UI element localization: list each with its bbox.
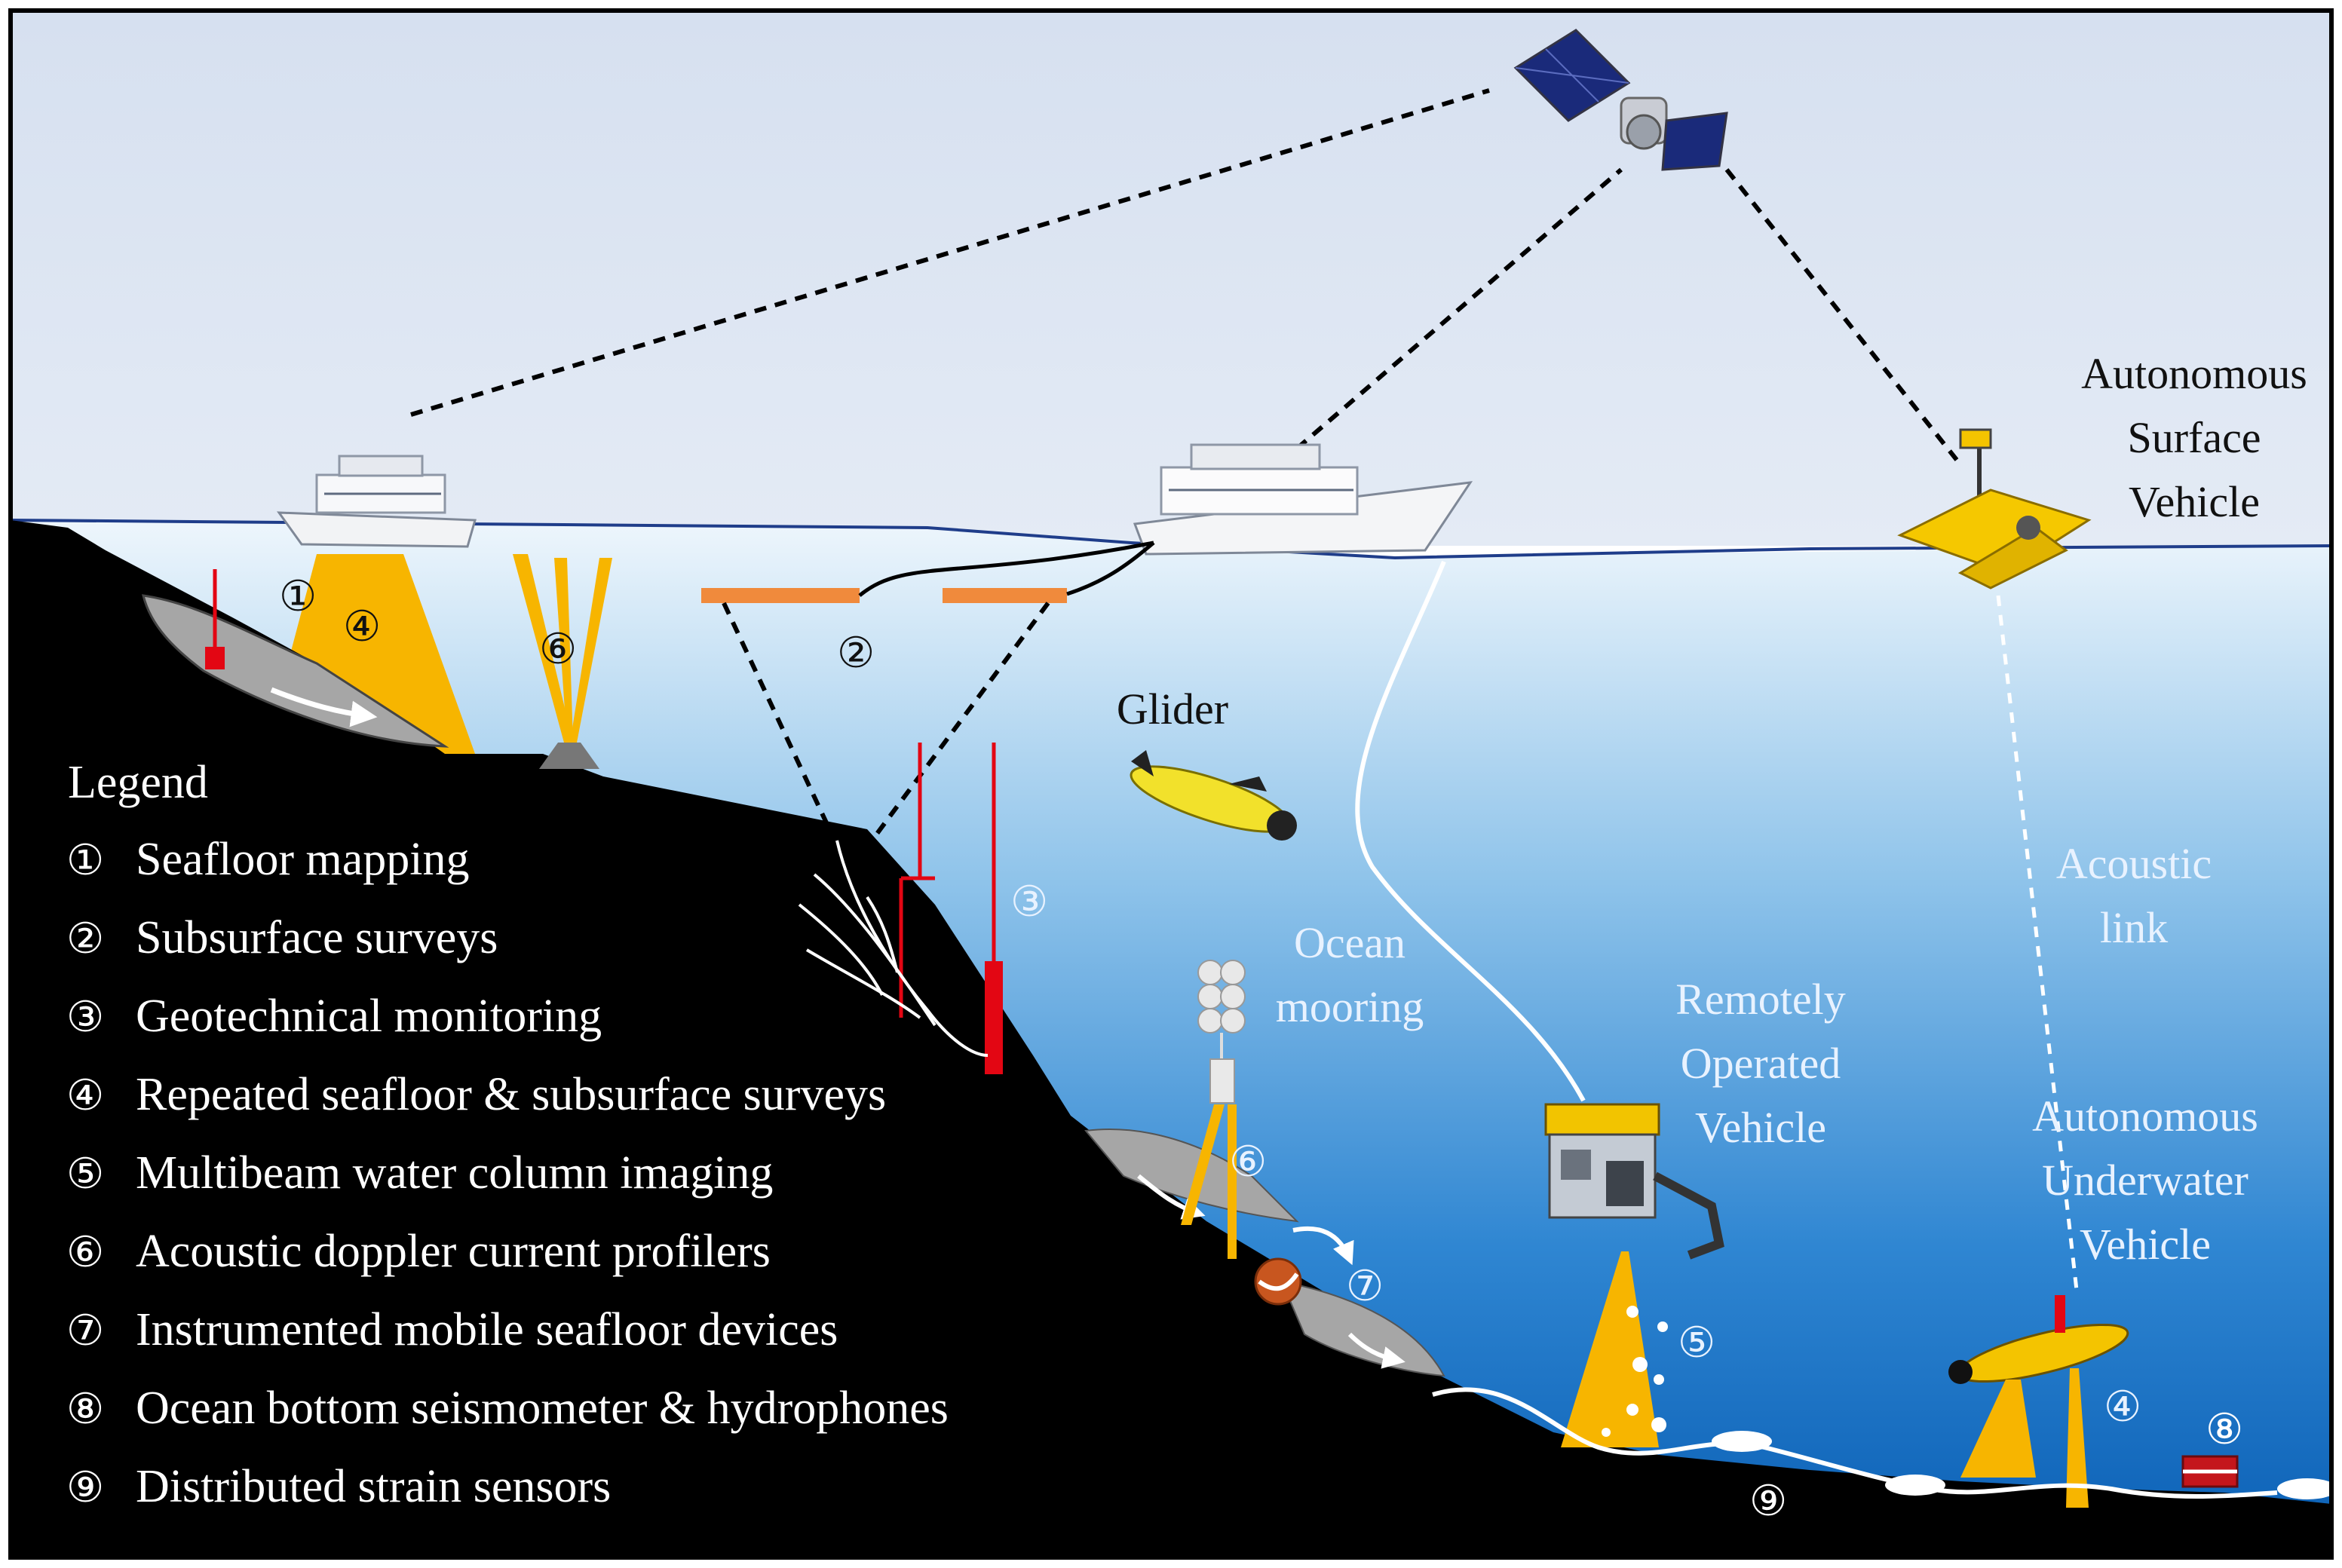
multibeam-cone [1561,1251,1659,1447]
ocean-mooring-label-line1: Ocean [1294,918,1406,967]
marker-1: ① [279,572,317,621]
legend-item-number: ⑥ [66,1228,104,1277]
legend-item: ⑥ Acoustic doppler current profilers [66,1226,771,1277]
geotech-sensor [985,961,1003,1074]
legend-item-label: Multibeam water column imaging [136,1147,773,1199]
mobile-seafloor-device-icon [1254,1257,1302,1306]
ocean-mooring-label: Ocean mooring [1276,918,1424,1031]
legend-item-number: ⑧ [66,1385,104,1434]
auv-beam-2 [2066,1368,2089,1508]
rov-tether [1355,560,1586,1102]
acoustic-link-label: Acoustic link [2056,839,2212,952]
legend-item-label: Acoustic doppler current profilers [136,1226,771,1277]
marker-7: ⑦ [1346,1262,1384,1311]
legend-item-label: Seafloor mapping [136,834,470,885]
subsurface-ray-right [872,602,1050,838]
marker-8: ⑧ [2206,1405,2243,1454]
slide-deposit-middle [1084,1129,1299,1223]
flow-arrow-upper [270,687,378,727]
satellite-icon [1513,29,1728,171]
legend-item: ⑧ Ocean bottom seismometer & hydrophones [66,1383,949,1434]
survey-ship-2 [1133,443,1473,556]
legend-item-number: ④ [66,1071,104,1120]
asv-label-line2: Surface [2127,413,2261,462]
tow-cable-2 [1066,541,1155,596]
legend-item: ④ Repeated seafloor & subsurface surveys [66,1069,886,1120]
acoustic-link-label-line2: link [2100,903,2168,952]
legend-title: Legend [68,757,208,808]
rov-label-line3: Vehicle [1695,1103,1826,1152]
marker-9: ⑨ [1749,1477,1787,1526]
marker-4-right: ④ [2104,1383,2141,1432]
survey-ship-1 [277,455,477,548]
legend-item: ③ Geotechnical monitoring [66,991,602,1042]
strain-sensor-nodes [1712,1431,2337,1499]
legend-item-number: ⑨ [66,1463,104,1512]
acoustic-link-label-line1: Acoustic [2056,839,2212,888]
bubble-plume [1602,1306,1668,1437]
marker-2: ② [837,629,875,678]
auv-icon [1948,1295,2129,1384]
legend-items: ① Seafloor mapping ② Subsurface surveys ③ Geo… [66,834,949,1512]
strain-sensor-cable [1432,1387,2278,1499]
legend-item: ⑤ Multibeam water column imaging [66,1147,773,1199]
legend-item-label: Subsurface surveys [136,912,498,963]
link-satellite-ship2 [1295,167,1623,451]
legend-item-label: Repeated seafloor & subsurface surveys [136,1069,886,1120]
tow-cable [858,541,1154,597]
marker-5: ⑤ [1678,1318,1715,1367]
auv-label-line1: Autonomous [2032,1092,2258,1141]
marker-6-right: ⑥ [1229,1138,1267,1187]
adcp-base-shallow [539,743,599,769]
marker-4-left: ④ [343,602,381,651]
sensor-1 [205,647,225,669]
auv-beam-1 [1960,1380,2036,1478]
streamer-section-2 [943,588,1067,603]
legend-item-label: Distributed strain sensors [136,1461,611,1512]
marker-3: ③ [1010,877,1048,926]
legend-item-label: Ocean bottom seismometer & hydrophones [136,1383,949,1434]
legend-item: ② Subsurface surveys [66,912,498,963]
seafloor-cracks [798,840,989,1057]
glider-label: Glider [1117,684,1228,733]
asv-label-line1: Autonomous [2081,349,2307,398]
legend-item-number: ③ [66,993,104,1042]
link-satellite-ship1 [410,88,1490,417]
auv-label-line3: Vehicle [2080,1220,2211,1269]
auv-label: Autonomous Underwater Vehicle [2032,1092,2258,1269]
frame [8,8,2334,1560]
legend-item-label: Instrumented mobile seafloor devices [136,1304,838,1355]
rov-label-line2: Operated [1681,1039,1841,1088]
rov-label: Remotely Operated Vehicle [1675,975,1846,1152]
legend-item: ⑦ Instrumented mobile seafloor devices [66,1304,838,1355]
legend-item: ① Seafloor mapping [66,834,470,885]
legend-item: ⑨ Distributed strain sensors [66,1461,611,1512]
legend-item-number: ① [66,836,104,885]
rov-icon [1544,1103,1724,1260]
asv-label-line3: Vehicle [2129,477,2260,526]
legend-item-number: ⑦ [66,1306,104,1355]
auv-label-line2: Underwater [2042,1156,2249,1205]
seafloor [11,520,2331,1557]
asv-label: Autonomous Surface Vehicle [2081,349,2307,526]
mobile-device-stripe [1258,1272,1299,1291]
legend-item-label: Geotechnical monitoring [136,991,602,1042]
legend: Legend ① Seafloor mapping ② Subsurface surv… [66,757,949,1512]
glider-icon [1130,750,1297,841]
autonomous-surface-vehicle-icon [1897,428,2092,590]
adcp-beams-deep [1181,1104,1237,1259]
adcp-beams-shallow [513,554,612,743]
ocean-mooring-icon [1197,960,1246,1104]
rov-label-line1: Remotely [1675,975,1846,1024]
flow-arrow-lower [1347,1332,1406,1369]
mobile-device-arrow [1292,1226,1354,1266]
legend-item-number: ② [66,914,104,963]
streamer-section-1 [701,588,860,603]
ocean-mooring-label-line2: mooring [1276,982,1424,1031]
legend-item-number: ⑤ [66,1150,104,1199]
marker-6-left: ⑥ [539,625,577,674]
